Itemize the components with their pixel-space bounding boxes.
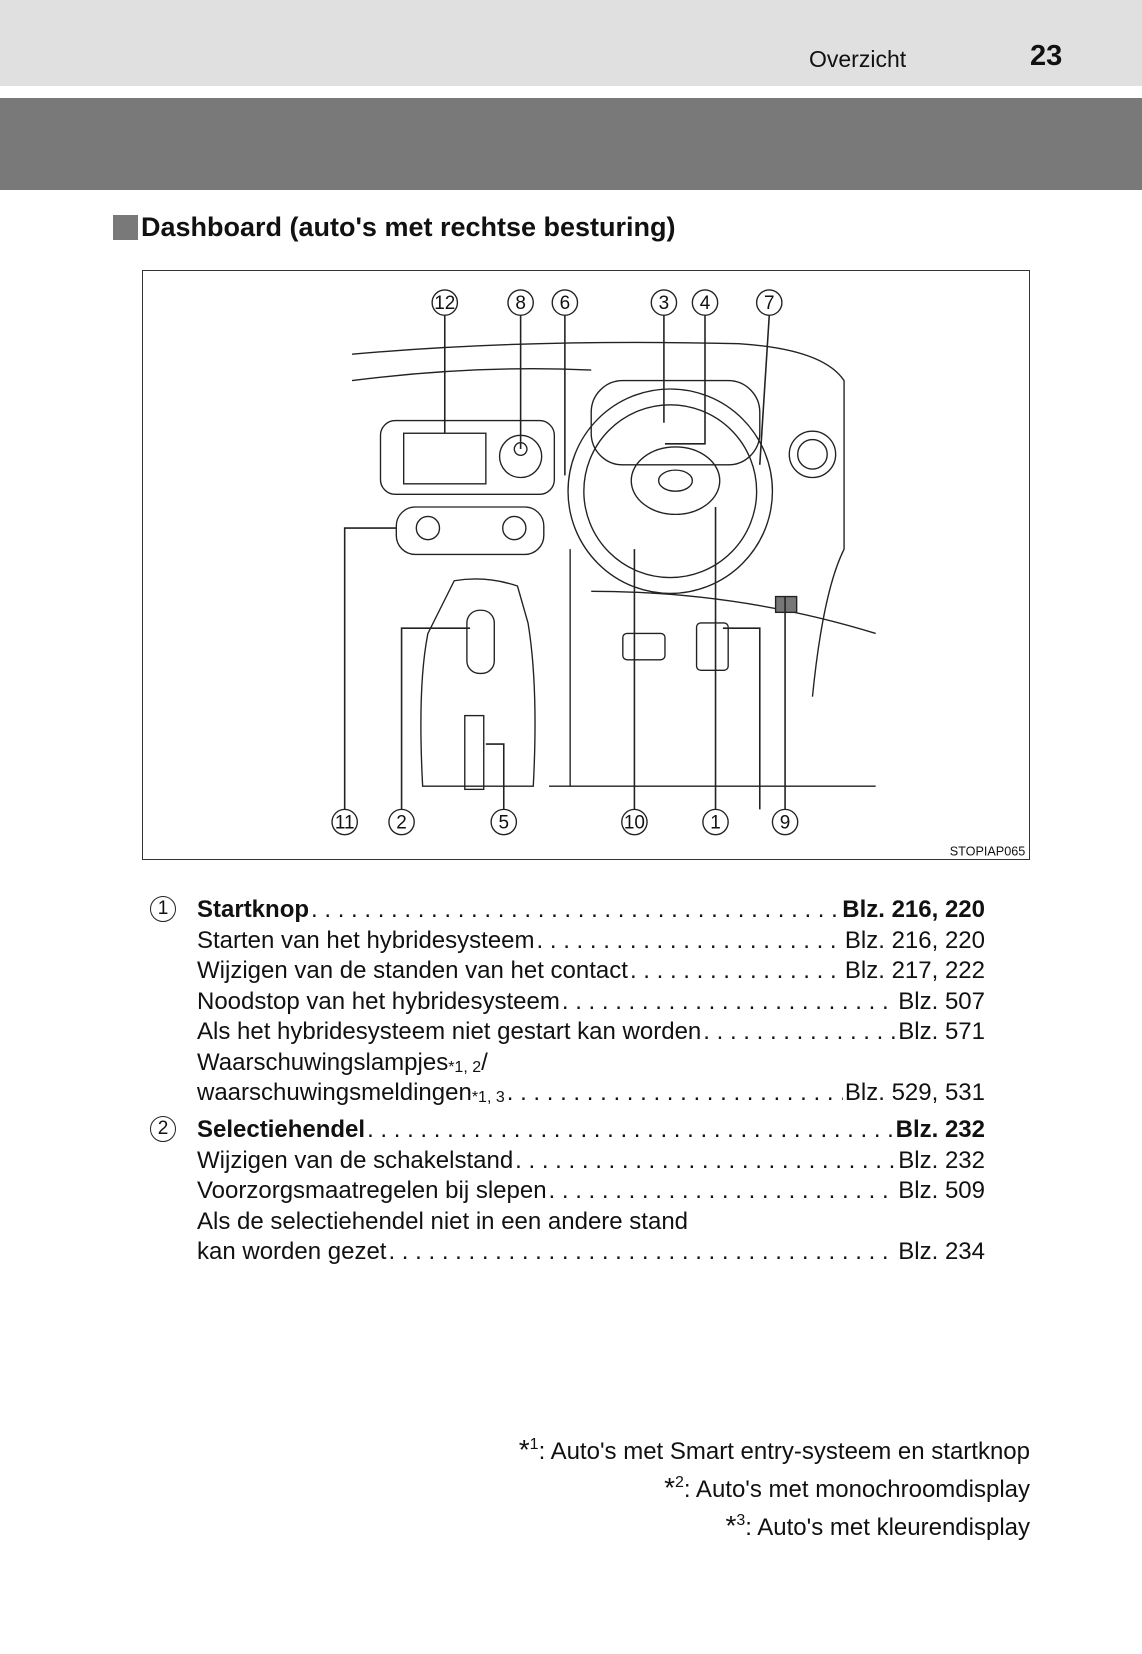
svg-text:12: 12 [434, 293, 455, 314]
page-ref: Blz. 571 [898, 1018, 985, 1045]
footnote-text: : Auto's met Smart entry-systeem en star… [538, 1438, 1030, 1465]
footnote-text: : Auto's met kleurendisplay [745, 1514, 1030, 1541]
svg-text:7: 7 [764, 293, 775, 314]
callout-4: 4 [691, 289, 719, 316]
section-title: Overzicht [809, 46, 907, 72]
footnote-text: : Auto's met monochroomdisplay [683, 1476, 1030, 1503]
item-list: 1 StartknopBlz. 216, 220 Starten van het… [150, 887, 985, 1266]
list-item-selectiehendel: 2 Selectiehendel Blz. 232 [150, 1111, 985, 1144]
callout-5: 5 [490, 808, 518, 836]
figure-code: STOPIAP065 [950, 845, 1026, 859]
list-item-startknop: 1 Startknop Blz. 216, 220 [150, 891, 985, 924]
svg-text:9: 9 [780, 812, 791, 833]
page-ref: Blz. 509 [898, 1177, 985, 1204]
page-ref: Blz. 216, 220 [844, 926, 985, 954]
callout-7: 7 [755, 289, 783, 316]
section-heading: Dashboard (auto's met rechtse besturing) [113, 212, 676, 243]
dashboard-drawing: 12 8 6 3 4 7 11 2 5 10 1 9 STOPIAP065 [331, 289, 1026, 859]
asterisk: * [518, 1434, 530, 1465]
page-number: 23 [1030, 40, 1063, 72]
sub-item: Noodstop van het hybridesysteem Blz. 507 [150, 985, 985, 1016]
footnote-number: 3 [736, 1512, 746, 1529]
sub-item-text: Wijzigen van de schakelstand [197, 1146, 514, 1174]
footnote-3: *3: Auto's met kleurendisplay [725, 1510, 1030, 1542]
page-header: Overzicht 23 [0, 0, 1142, 86]
page-ref: Blz. 529, 531 [844, 1079, 985, 1106]
svg-text:5: 5 [498, 812, 509, 833]
sub-item-text: Wijzigen van de standen van het contact [197, 957, 628, 984]
sub-item-text: waarschuwingsmeldingen [197, 1079, 472, 1106]
header-band [0, 98, 1142, 190]
svg-text:10: 10 [624, 812, 645, 833]
svg-text:3: 3 [659, 293, 670, 314]
callout-8: 8 [507, 289, 534, 316]
sub-item: Wijzigen van de schakelstand Blz. 232 [150, 1144, 985, 1175]
page-ref: Blz. 507 [898, 987, 985, 1015]
callout-10: 10 [621, 808, 648, 836]
sub-item-text: Starten van het hybridesysteem [197, 926, 535, 954]
sub-item: waarschuwingsmeldingen*1, 3 Blz. 529, 531 [150, 1077, 985, 1108]
svg-text:11: 11 [335, 812, 355, 833]
heading-square-icon [113, 215, 138, 240]
sub-item-text: Als het hybridesysteem niet gestart kan … [197, 1018, 702, 1045]
callout-11: 11 [331, 808, 359, 836]
sub-item-text: Waarschuwingslampjes [197, 1048, 449, 1076]
footnote-ref: *1, 2 [448, 1058, 482, 1076]
page-ref: Blz. 217, 222 [844, 957, 985, 984]
svg-text:4: 4 [700, 293, 711, 314]
svg-text:6: 6 [560, 293, 571, 314]
page-ref: Blz. 216, 220 [842, 896, 985, 923]
page-ref: Blz. 232 [895, 1116, 985, 1143]
callout-12: 12 [431, 289, 459, 316]
callout-6: 6 [551, 289, 579, 316]
svg-text:1: 1 [710, 812, 721, 833]
footnote-number: 2 [675, 1474, 684, 1491]
sub-item: Starten van het hybridesysteem Blz. 216, … [150, 924, 985, 955]
page-ref: Blz. 232 [898, 1146, 985, 1174]
page-ref: Blz. 234 [898, 1238, 985, 1265]
sub-item-text: Als de selectiehendel niet in een andere… [197, 1207, 689, 1235]
svg-text:8: 8 [515, 293, 526, 314]
footnote-ref: *1, 3 [471, 1089, 505, 1106]
sub-item: Wijzigen van de standen van het contact B… [150, 955, 985, 986]
callout-1: 1 [702, 808, 729, 836]
footnote-1: *1: Auto's met Smart entry-systeem en st… [519, 1434, 1030, 1466]
dashboard-illustration: 12 8 6 3 4 7 11 2 5 10 1 9 STOPIAP065 [142, 270, 1030, 860]
asterisk: * [664, 1472, 676, 1503]
sub-item: kan worden gezet Blz. 234 [150, 1236, 985, 1267]
item-title: Startknop [197, 896, 310, 923]
sub-item-text: kan worden gezet [197, 1238, 387, 1265]
sub-item: Als de selectiehendel niet in een andere… [150, 1205, 985, 1236]
item-number: 1 [150, 896, 176, 922]
asterisk: * [725, 1510, 737, 1541]
item-title: Selectiehendel [197, 1116, 366, 1143]
item-number: 2 [150, 1116, 176, 1142]
sub-item: Voorzorgsmaatregelen bij slepen Blz. 509 [150, 1175, 985, 1206]
sub-item-text: Voorzorgsmaatregelen bij slepen [197, 1177, 547, 1204]
svg-text:2: 2 [396, 812, 407, 833]
callout-9: 9 [771, 808, 799, 836]
sub-item: Als het hybridesysteem niet gestart kan … [150, 1016, 985, 1047]
footnote-number: 1 [529, 1436, 539, 1453]
callout-3: 3 [650, 289, 678, 316]
heading-text: Dashboard (auto's met rechtse besturing) [141, 212, 676, 242]
slash: / [481, 1048, 488, 1076]
footnote-2: *2: Auto's met monochroomdisplay [664, 1472, 1030, 1504]
callout-2: 2 [388, 808, 415, 836]
sub-item-text: Noodstop van het hybridesysteem [197, 987, 560, 1015]
sub-item: Waarschuwingslampjes*1, 2/ [150, 1046, 985, 1077]
